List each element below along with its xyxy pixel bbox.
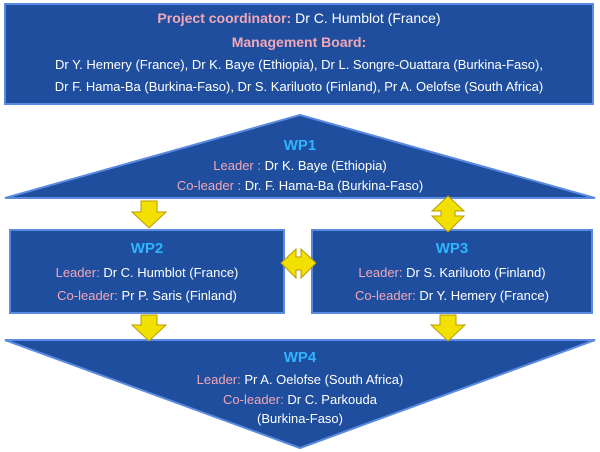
wp1-text: WP1 Leader : Dr K. Baye (Ethiopia) Co-le…: [5, 115, 595, 198]
wp3-coleader-value: Dr Y. Hemery (France): [419, 288, 549, 303]
yellow-down-arrow-icon: [130, 314, 168, 342]
board-line-1: Dr Y. Hemery (France), Dr K. Baye (Ethio…: [55, 57, 543, 72]
wp1-title: WP1: [283, 137, 317, 154]
coordinator-value: Dr C. Humblot (France): [295, 10, 441, 26]
wp2-leader: Leader: Dr C. Humblot (France): [10, 265, 284, 280]
board-line-2: Dr F. Hama-Ba (Burkina-Faso), Dr S. Kari…: [54, 79, 544, 94]
coordinator-line: Project coordinator: Dr C. Humblot (Fran…: [5, 10, 593, 26]
wp2-coleader: Co-leader: Pr P. Saris (Finland): [10, 288, 284, 303]
wp3-title: WP3: [435, 240, 469, 257]
wp2-coleader-value: Pr P. Saris (Finland): [121, 288, 237, 303]
board-label: Management Board:: [231, 34, 367, 50]
wp4-coleader-value-2: (Burkina-Faso): [257, 411, 343, 426]
wp4-text: WP4 Leader: Pr A. Oelofse (South Africa)…: [5, 340, 595, 448]
wp3-box: [311, 229, 593, 314]
yellow-double-arrow-icon: [430, 195, 466, 233]
wp4-coleader: Co-leader: Dr C. Parkouda: [5, 392, 595, 407]
yellow-down-arrow-icon: [429, 314, 467, 342]
wp3-coleader-label: Co-leader:: [355, 288, 416, 303]
wp1-coleader-label: Co-leader :: [176, 178, 242, 193]
yellow-double-arrow-icon: [280, 247, 317, 280]
wp4-leader-value: Pr A. Oelofse (South Africa): [244, 372, 404, 387]
management-text: Project coordinator: Dr C. Humblot (Fran…: [5, 4, 593, 104]
wp1-coleader: Co-leader : Dr. F. Hama-Ba (Burkina-Faso…: [5, 178, 595, 193]
wp1-leader: Leader : Dr K. Baye (Ethiopia): [5, 158, 595, 173]
wp2-text: WP2 Leader: Dr C. Humblot (France) Co-le…: [10, 230, 284, 313]
wp2-box: [9, 229, 285, 314]
yellow-down-arrow-icon: [130, 200, 168, 229]
wp1-triangle: [4, 113, 596, 199]
wp2-title: WP2: [130, 240, 164, 257]
wp3-text: WP3 Leader: Dr S. Kariluoto (Finland) Co…: [312, 230, 592, 313]
wp2-leader-label: Leader:: [55, 265, 100, 280]
wp4-leader-label: Leader:: [196, 372, 241, 387]
wp4-coleader-value: Dr C. Parkouda: [287, 392, 377, 407]
wp4-triangle: [4, 339, 596, 450]
management-box: [4, 3, 594, 105]
wp2-coleader-label: Co-leader:: [57, 288, 118, 303]
wp4-coleader-label: Co-leader:: [223, 392, 284, 407]
wp3-leader: Leader: Dr S. Kariluoto (Finland): [312, 265, 592, 280]
wp1-leader-label: Leader :: [213, 158, 261, 173]
wp3-coleader: Co-leader: Dr Y. Hemery (France): [312, 288, 592, 303]
wp1-leader-value: Dr K. Baye (Ethiopia): [264, 158, 387, 173]
wp4-title: WP4: [283, 349, 317, 366]
wp3-leader-label: Leader:: [358, 265, 403, 280]
wp1-coleader-value: Dr. F. Hama-Ba (Burkina-Faso): [244, 178, 424, 193]
coordinator-label: Project coordinator:: [157, 10, 292, 26]
wp4-leader: Leader: Pr A. Oelofse (South Africa): [5, 372, 595, 387]
wp2-leader-value: Dr C. Humblot (France): [103, 265, 239, 280]
wp3-leader-value: Dr S. Kariluoto (Finland): [406, 265, 546, 280]
